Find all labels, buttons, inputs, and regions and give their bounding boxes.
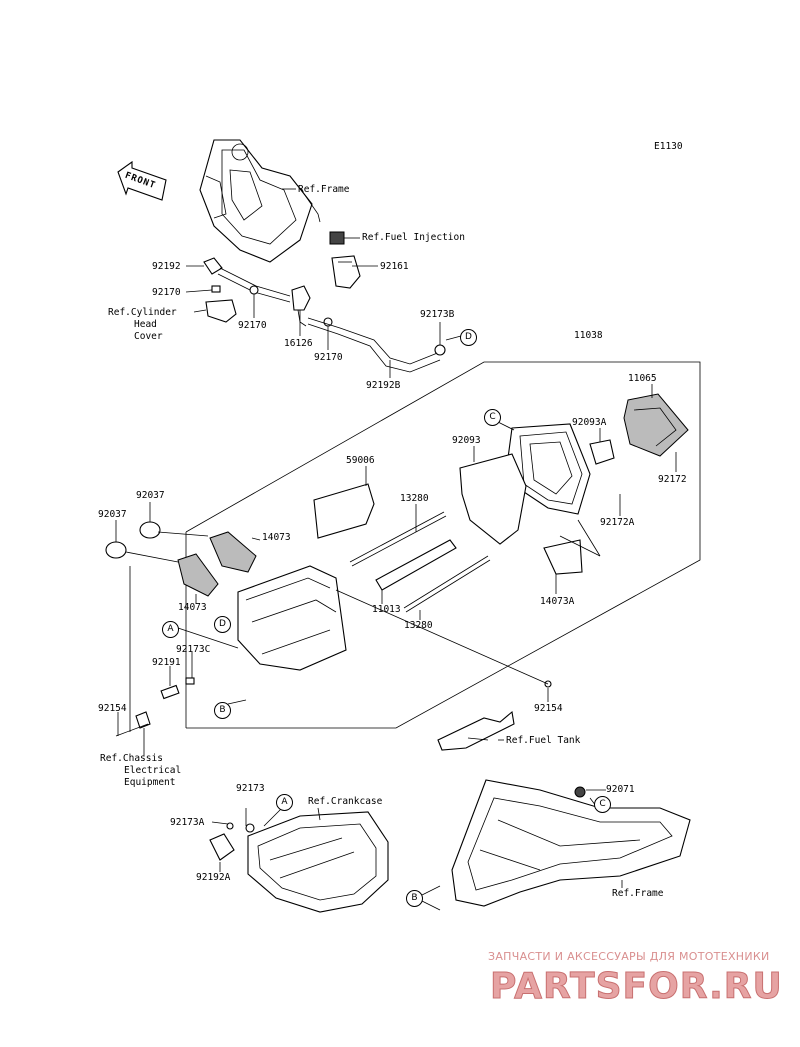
- callout-c-bottom: C: [594, 796, 611, 813]
- ref-crankcase-label: Ref.Crankcase: [308, 796, 383, 807]
- part-92170-c-label: 92170: [314, 352, 343, 363]
- part-92170-b-label: 92170: [238, 320, 267, 331]
- air-cleaner-housing: [105, 393, 689, 737]
- part-14073a-label: 14073A: [540, 596, 575, 607]
- ref-cylinder-head-label-2: Head: [134, 319, 157, 330]
- part-92173b-label: 92173B: [420, 309, 455, 320]
- leader-lines: [115, 188, 677, 911]
- ref-fuel-tank-label: Ref.Fuel Tank: [506, 735, 581, 746]
- part-92173-label: 92173: [236, 783, 265, 794]
- part-11065-label: 11065: [628, 373, 657, 384]
- part-92037-a-label: 92037: [136, 490, 165, 501]
- part-13280-a-label: 13280: [400, 493, 429, 504]
- part-92071-label: 92071: [606, 784, 635, 795]
- ref-frame-top-label: Ref.Frame: [298, 184, 350, 195]
- diagram-code: E1130: [654, 141, 683, 152]
- part-14073-b-label: 14073: [178, 602, 207, 613]
- part-92192b-label: 92192B: [366, 380, 401, 391]
- air-valve-assembly: [203, 231, 446, 373]
- part-13280-b-label: 13280: [404, 620, 433, 631]
- part-14073-a-label: 14073: [262, 532, 291, 543]
- part-92037-b-label: 92037: [98, 509, 127, 520]
- part-92191-label: 92191: [152, 657, 181, 668]
- ref-chassis-label-1: Ref.Chassis: [100, 753, 163, 764]
- watermark-tagline: ЗАПЧАСТИ И АКСЕССУАРЫ ДЛЯ МОТОТЕХНИКИ: [488, 950, 770, 963]
- part-92161-label: 92161: [380, 261, 409, 272]
- callout-d-mid: D: [214, 616, 231, 633]
- part-92172a-label: 92172A: [600, 517, 635, 528]
- callout-c-top: C: [484, 409, 501, 426]
- part-92093-label: 92093: [452, 435, 481, 446]
- part-92173c-label: 92173C: [176, 644, 211, 655]
- callout-a-bottom: A: [276, 794, 293, 811]
- part-92192a-label: 92192A: [196, 872, 231, 883]
- part-92172-label: 92172: [658, 474, 687, 485]
- callout-b-bottom: B: [406, 890, 423, 907]
- watermark-logo: PARTSFOR.RU: [490, 966, 783, 1008]
- part-92192-label: 92192: [152, 261, 181, 272]
- callout-b-mid: B: [214, 702, 231, 719]
- part-92173a-label: 92173A: [170, 817, 205, 828]
- ref-fuel-injection-label: Ref.Fuel Injection: [362, 232, 465, 243]
- part-59006-label: 59006: [346, 455, 375, 466]
- ref-chassis-label-3: Equipment: [124, 777, 176, 788]
- crankcase-illustration: [209, 811, 389, 913]
- ref-frame-bottom-label: Ref.Frame: [612, 888, 664, 899]
- ref-cylinder-head-label-3: Cover: [134, 331, 163, 342]
- callout-a-mid: A: [162, 621, 179, 638]
- callout-d-top: D: [460, 329, 477, 346]
- part-16126-label: 16126: [284, 338, 313, 349]
- part-92093a-label: 92093A: [572, 417, 607, 428]
- part-11038-label: 11038: [574, 330, 603, 341]
- part-92154-b-label: 92154: [534, 703, 563, 714]
- front-arrow-icon: [117, 160, 167, 201]
- frame-top-illustration: [199, 139, 321, 263]
- fuel-tank-bracket: [437, 710, 515, 751]
- ref-chassis-label-2: Electrical: [124, 765, 182, 776]
- part-92170-a-label: 92170: [152, 287, 181, 298]
- ref-cylinder-head-label-1: Ref.Cylinder: [108, 307, 177, 318]
- frame-bottom-illustration: [451, 779, 691, 907]
- part-11013-label: 11013: [372, 604, 401, 615]
- part-92154-a-label: 92154: [98, 703, 127, 714]
